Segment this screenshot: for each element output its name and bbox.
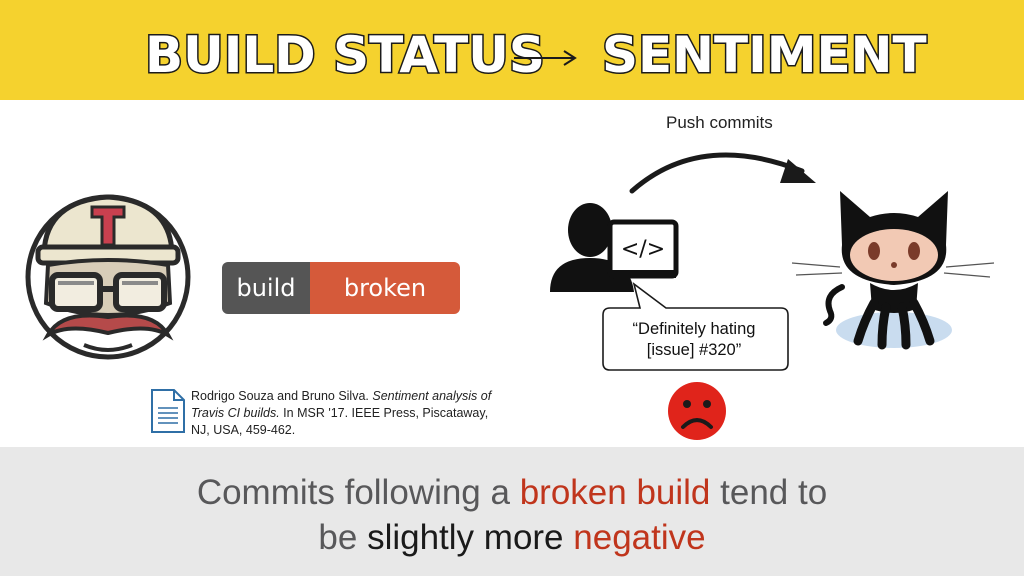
push-arrow-icon: [629, 152, 816, 194]
conclusion-highlight-negative: negative: [573, 518, 706, 557]
long-right-arrow-icon: [514, 50, 577, 66]
push-commits-label: Push commits: [666, 113, 773, 132]
document-icon: [151, 389, 185, 433]
citation-text: Rodrigo Souza and Bruno Silva. Sentiment…: [191, 388, 501, 439]
banner-graphic: BUILD STATUS SENTIMENT: [144, 25, 929, 86]
conclusion-text: Commits following a broken build tend to…: [0, 470, 1024, 560]
citation-authors: Rodrigo Souza and Bruno Silva.: [191, 389, 369, 403]
speech-bubble: [602, 282, 789, 371]
commit-message: “Definitely hating [issue] #320”: [632, 320, 756, 359]
citation-venue: In MSR '17. IEEE Press, Piscataway, NJ, …: [191, 406, 489, 437]
developer-at-computer-icon: </>: [550, 203, 679, 292]
badge-status: broken: [310, 262, 460, 314]
conclusion-highlight-slightly-more: slightly more: [367, 518, 564, 557]
badge-label: build: [222, 262, 310, 314]
title-left: BUILD STATUS: [145, 26, 545, 84]
github-octocat-icon: [791, 191, 995, 350]
travis-ci-mascot-icon: [25, 194, 191, 360]
citation-title: Sentiment analysis of Travis CI builds.: [191, 389, 492, 420]
title-right: SENTIMENT: [602, 26, 927, 84]
conclusion-part-3: tend to: [720, 473, 828, 512]
conclusion-part-4: be: [318, 518, 358, 557]
build-status-badge: build broken: [222, 262, 460, 314]
conclusion-panel: [0, 447, 1024, 576]
conclusion-line-1: Commits following a broken build tend to: [0, 470, 1024, 515]
sad-face-icon: [668, 382, 726, 440]
conclusion-highlight-broken-build: broken build: [519, 473, 711, 512]
title-banner: BUILD STATUS SENTIMENT: [0, 0, 1024, 100]
code-tag: </>: [621, 237, 665, 262]
conclusion-part-1: Commits following a: [196, 473, 510, 512]
conclusion-line-2: be slightly more negative: [0, 515, 1024, 560]
